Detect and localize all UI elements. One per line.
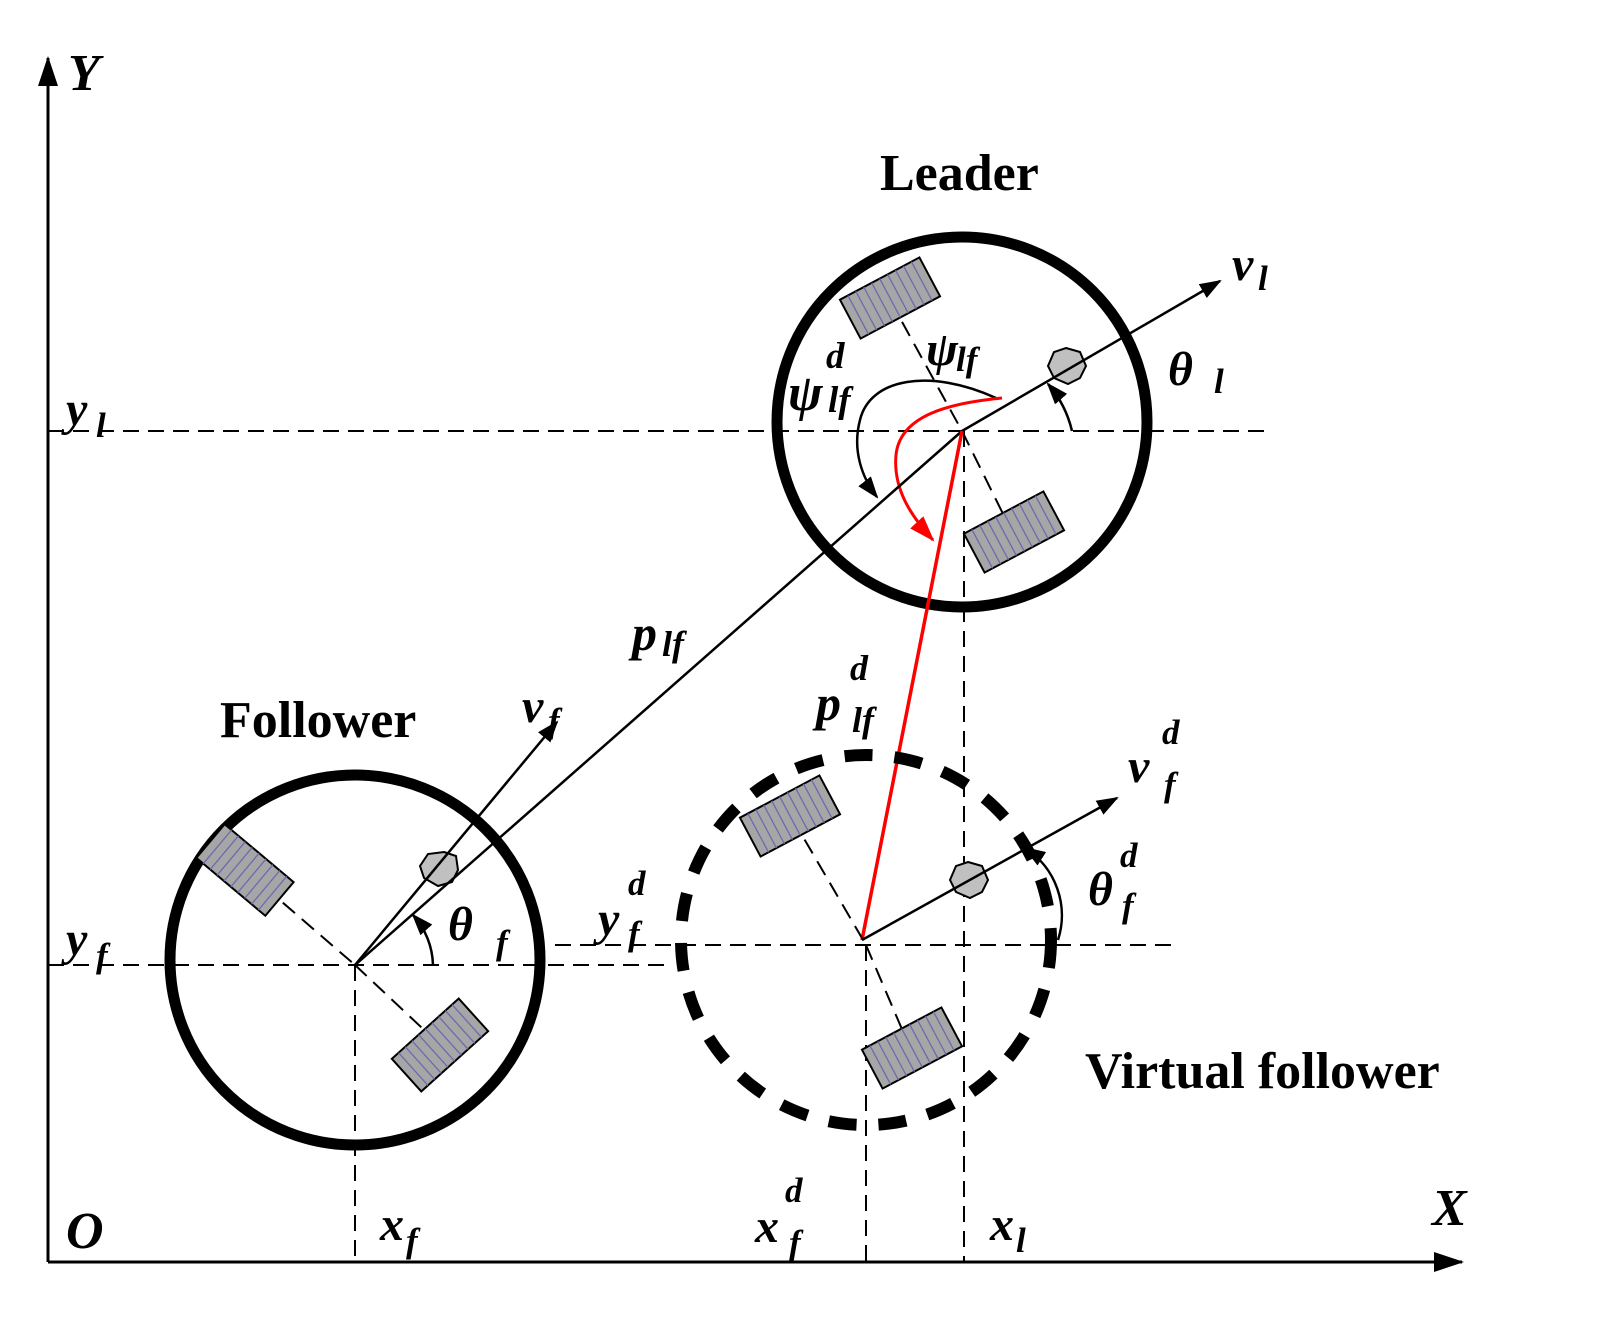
symbol-superscript: d [826,336,845,377]
virtual-follower-robot [675,749,1119,1131]
symbol-base: θ [448,898,473,951]
symbol-subscript: f [1122,886,1137,925]
follower-velocity-arrow [354,720,559,966]
label-theta-f-d: θdf [1088,836,1138,925]
symbol-subscript: l [1016,1221,1026,1260]
wheel-icon [838,256,942,340]
symbol-superscript: d [785,1171,803,1210]
symbol-subscript: f [96,936,111,975]
symbol-superscript: d [850,648,869,688]
theta-f-d-arc [1023,846,1064,941]
wheel-icon [962,490,1066,574]
label-psi-lf: ψlf [926,323,981,379]
symbol-subscript: f [789,1223,804,1262]
symbol-subscript: lf [852,700,877,740]
symbol-base: ψ [788,365,824,422]
caster-icon [418,850,460,888]
symbol-superscript: d [628,864,646,903]
symbol-base: ψ [926,323,959,376]
label-y-f-d: ydf [593,864,646,953]
origin-label: O [66,1203,104,1260]
symbol-base: x [754,1200,779,1253]
follower-title: Follower [220,692,416,749]
symbol-subscript: f [406,1221,421,1260]
symbol-subscript: l [1258,259,1268,298]
symbol-subscript: f [628,914,643,953]
symbol-base: y [61,383,88,436]
label-x-f-d: xdf [754,1171,804,1262]
symbol-base: p [812,675,841,731]
symbol-subscript: f [548,701,563,740]
leader-robot [771,231,1222,613]
psi-lf-arc [856,379,997,499]
symbol-superscript: d [1162,713,1180,752]
theta-f-arc [411,913,435,966]
p-lf-d-line [860,430,964,941]
symbol-base: x [379,1198,404,1251]
symbol-superscript: d [1120,836,1138,875]
virtual-velocity-arrow [861,796,1119,942]
symbol-subscript: l [1214,362,1224,401]
symbol-base: v [522,680,544,733]
symbol-base: y [593,893,620,946]
projection-lines [48,430,1265,1262]
wheel-icon [390,997,490,1093]
symbol-subscript: l [96,406,106,445]
psi-lf-d-arc [894,396,1003,542]
symbol-base: y [61,913,88,966]
symbol-base: x [989,1198,1014,1251]
symbol-base: v [1232,238,1254,291]
symbol-subscript: lf [828,380,854,421]
label-p-lf-d: pd lf [812,648,877,740]
leader-title: Leader [880,145,1039,202]
symbol-base: θ [1168,343,1193,396]
symbol-subscript: lf [956,340,981,379]
wheel-icon [738,774,842,858]
symbol-base: p [628,605,657,661]
theta-l-arc [1046,382,1074,432]
y-axis-label: Y [68,45,104,102]
symbol-subscript: f [1164,765,1179,804]
label-v-f-d: vdf [1128,713,1180,804]
symbol-subscript: lf [662,624,687,664]
p-lf-line [354,430,963,966]
symbol-subscript: f [496,923,511,962]
leader-velocity-arrow [961,279,1222,433]
wheel-icon [860,1006,964,1090]
x-axis-label: X [1430,1180,1468,1237]
symbol-base: v [1128,740,1150,793]
wheel-icon [194,822,296,918]
symbol-base: θ [1088,863,1113,916]
follower-robot [164,720,559,1151]
virtual-follower-title: Virtual follower [1085,1043,1440,1100]
